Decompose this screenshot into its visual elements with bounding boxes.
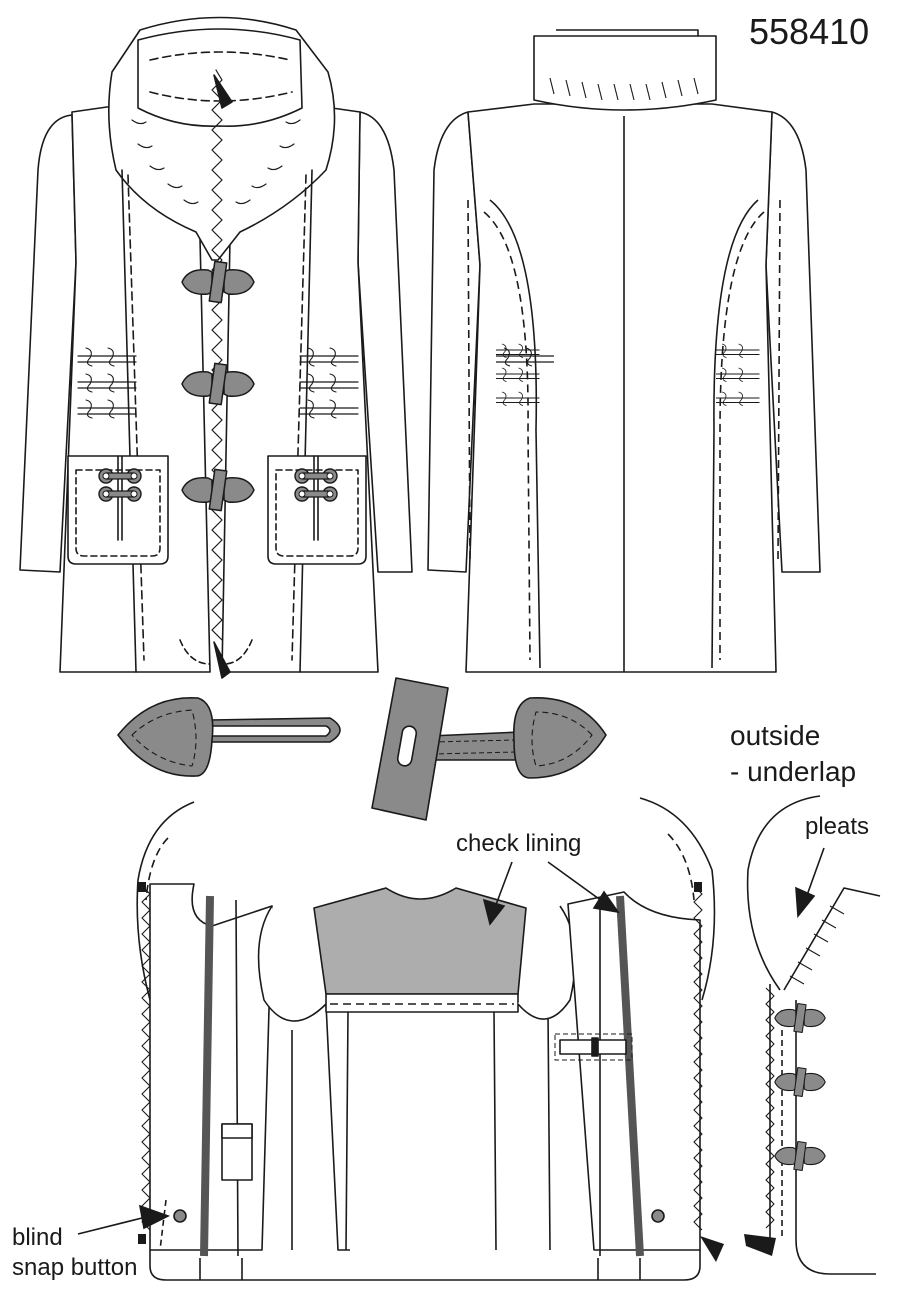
label-underlap: - underlap [730,756,857,787]
label-blind: blind [12,1224,63,1251]
front-zipper [211,69,223,641]
toggle-button-icon [774,1002,826,1034]
toggle-detail-left-icon [117,697,214,777]
style-number: 558410 [749,11,870,52]
back-view [427,29,821,673]
label-snap-button: snap button [12,1254,138,1281]
right-zipper-edge [693,885,703,1231]
toggle-detail-right-icon [513,697,607,779]
snap-button-icon [173,1209,187,1223]
label-check-lining: check lining [456,830,582,857]
snap-button-icon [651,1209,665,1223]
back-collar [533,35,717,111]
front-right-sleeve [357,111,413,573]
front-view [19,16,413,679]
underlap-view [744,795,881,1275]
label-outside: outside [730,720,821,751]
front-right-pocket [267,455,367,565]
left-zipper-edge [141,885,151,1231]
front-left-sleeve [19,114,77,573]
toggle-detail [117,677,607,821]
inside-view [136,797,724,1281]
check-lining-yoke [313,887,527,995]
label-pleats: pleats [805,813,870,840]
arrow-icon [77,847,825,1235]
